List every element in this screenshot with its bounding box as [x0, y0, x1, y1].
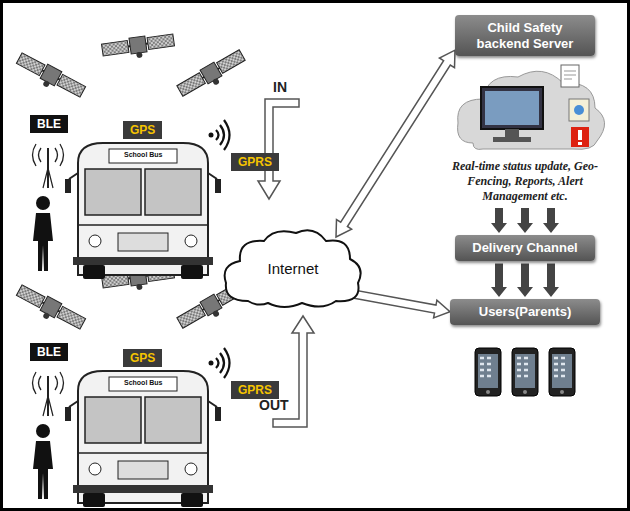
node-layer: Child Safety backend ServerInternet Deliv… [3, 3, 630, 511]
bus-sign: School Bus [124, 379, 163, 386]
gprs-tag: GPRS [231, 381, 279, 399]
node-text: GPRS [238, 155, 272, 169]
server-functions: Real-time status update, Geo-Fencing, Re… [437, 159, 613, 204]
server-box: Child Safety backend Server [455, 15, 595, 56]
ble-tag: BLE [30, 115, 68, 133]
satellites [13, 32, 249, 335]
direction-label: IN [273, 79, 287, 95]
node-text: Child Safety backend Server [463, 20, 587, 51]
node-text: GPS [130, 123, 155, 137]
node-text: Users(Parents) [458, 304, 592, 320]
smartphones [475, 348, 575, 396]
channel-box: Delivery Channel [455, 235, 595, 261]
users-box: Users(Parents) [450, 299, 600, 325]
internet-cloud: Internet [218, 225, 368, 311]
connector-arrow [491, 264, 559, 297]
wireless-signal [209, 120, 230, 378]
node-text: BLE [37, 345, 61, 359]
in-arrow [258, 99, 299, 199]
node-text: GPS [130, 351, 155, 365]
gps-tag: GPS [123, 121, 162, 139]
node-text: GPRS [238, 383, 272, 397]
connector-arrow [491, 208, 559, 233]
node-text: BLE [37, 117, 61, 131]
school-bus [65, 143, 221, 507]
gprs-tag: GPRS [231, 153, 279, 171]
gps-tag: GPS [123, 349, 162, 367]
connector-arrow [347, 289, 450, 318]
direction-label: OUT [259, 397, 289, 413]
connector-arrow [336, 50, 455, 237]
bus-sign: School Bus [124, 151, 163, 158]
ble-tag: BLE [30, 343, 68, 361]
node-text: Delivery Channel [463, 240, 587, 256]
student [33, 144, 64, 499]
node-text: Internet [268, 260, 319, 277]
server-icon [458, 65, 605, 149]
